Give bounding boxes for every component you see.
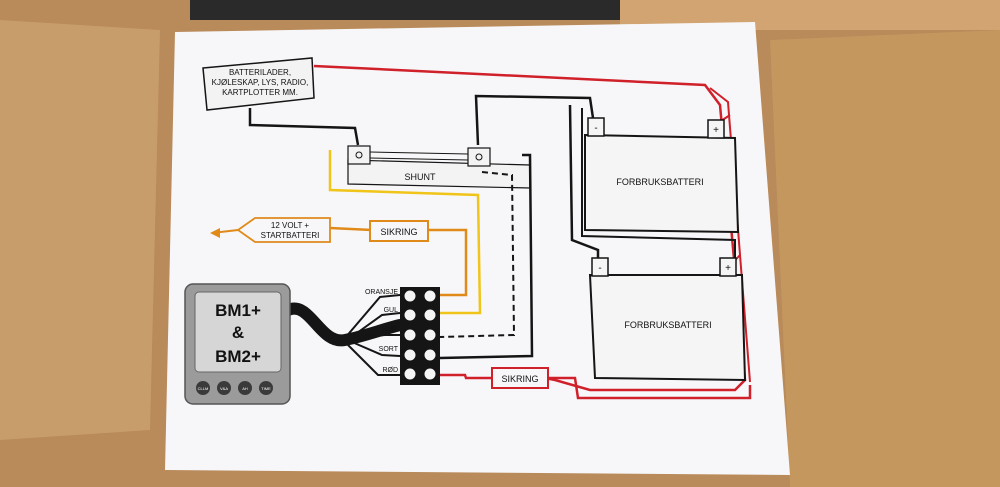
monitor-line-1: BM1+ [215, 301, 261, 320]
red-wire-bottom-right [548, 376, 752, 400]
wire-label-black: SORT [379, 346, 399, 353]
start-line-2: STARTBATTERI [261, 231, 320, 240]
fuse-top: SIKRING [369, 220, 429, 242]
battery-top-minus: - [594, 123, 597, 134]
red-wire-top [313, 64, 747, 392]
orange-wire-left [329, 226, 373, 232]
wire-fan-2 [349, 312, 401, 339]
consumer-line-1: BATTERILADER, [229, 68, 291, 77]
wire-label-orange: ORANSJE [365, 289, 398, 296]
black-wire-battery-link [568, 104, 600, 262]
shunt: SHUNT [347, 145, 531, 189]
box-top-edge [190, 0, 620, 20]
wire-label-yellow: GUL [384, 307, 399, 314]
battery-monitor: BM1+ & BM2+ CLLM V&A AH TIME [184, 283, 291, 405]
shunt-label: SHUNT [405, 172, 437, 182]
monitor-button-2: V&A [220, 386, 228, 391]
battery-bottom-minus: - [598, 263, 601, 274]
battery-bottom-plus: + [725, 263, 731, 274]
battery-top-plus: + [713, 125, 719, 136]
battery-top: - + FORBRUKSBATTERI [584, 117, 740, 234]
monitor-button-3: AH [242, 386, 248, 391]
red-wire-bottom [440, 373, 492, 380]
cable-bundle [282, 302, 406, 347]
wire-label-red: RØD [382, 367, 398, 374]
fuse-bottom: SIKRING [491, 367, 549, 389]
battery-top-label: FORBRUKSBATTERI [616, 177, 703, 187]
fuse-top-label: SIKRING [380, 227, 417, 237]
wire-fan-1 [344, 294, 401, 339]
black-wire-sort [439, 153, 534, 360]
battery-bottom: - + FORBRUKSBATTERI [588, 257, 747, 382]
fuse-bottom-label: SIKRING [501, 374, 538, 384]
cardboard-flap-left [0, 20, 160, 440]
monitor-button-1: CLLM [198, 386, 209, 391]
dashed-wire [439, 171, 516, 338]
wire-fan-3 [354, 334, 400, 339]
monitor-buttons: CLLM V&A AH TIME [196, 381, 273, 395]
start-battery-arrow: 12 VOLT + STARTBATTERI [210, 217, 331, 243]
wire-fan-4 [351, 341, 401, 357]
consumer-line-3: KARTPLOTTER MM. [222, 88, 298, 97]
yellow-wire [328, 150, 482, 315]
wire-label-white: HVIT [382, 326, 399, 333]
consumer-box: BATTERILADER, KJØLESKAP, LYS, RADIO, KAR… [202, 57, 315, 111]
start-line-1: 12 VOLT + [271, 221, 310, 230]
monitor-line-3: BM2+ [215, 347, 261, 366]
cardboard-flap-right [770, 30, 1000, 487]
black-wire-consumer-shunt [248, 108, 360, 146]
black-wire-shunt-battery [474, 94, 595, 146]
battery-bottom-label: FORBRUKSBATTERI [624, 320, 711, 330]
terminal-block [400, 287, 440, 385]
black-wire-battery-link-2 [581, 108, 736, 260]
monitor-button-4: TIME [261, 386, 271, 391]
monitor-line-2: & [232, 323, 244, 342]
wire-fan-5 [347, 344, 400, 376]
consumer-line-2: KJØLESKAP, LYS, RADIO, [212, 78, 309, 87]
orange-wire [428, 228, 468, 297]
